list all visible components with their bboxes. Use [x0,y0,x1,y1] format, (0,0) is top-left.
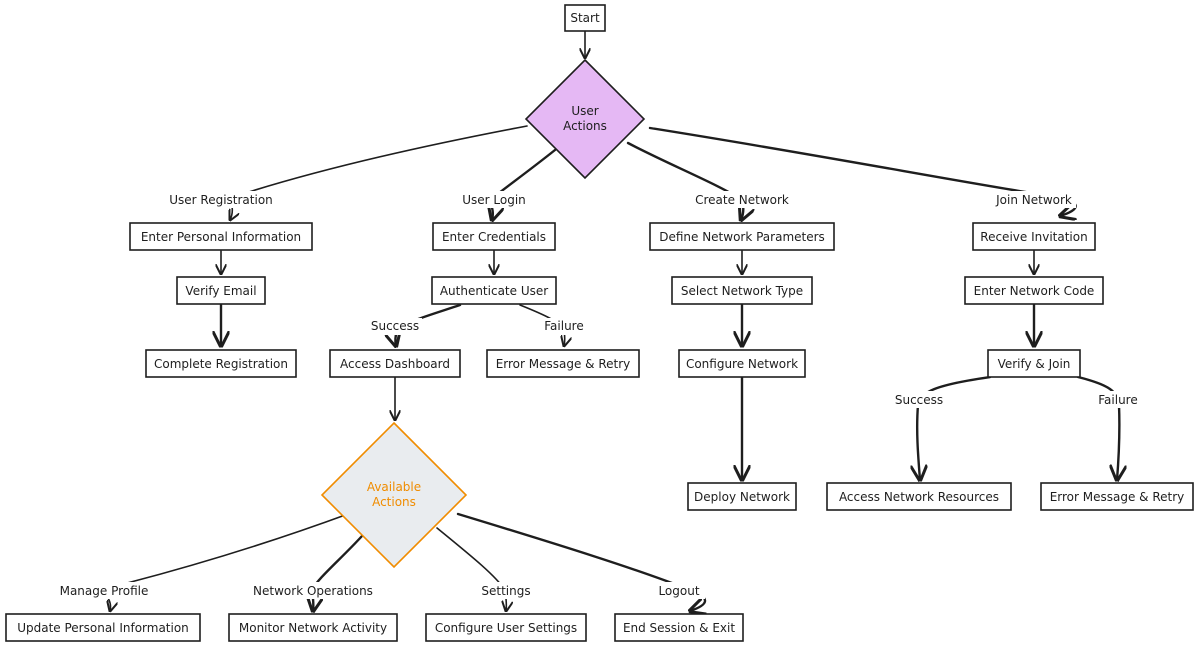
svg-text:Enter Credentials: Enter Credentials [442,230,546,244]
svg-text:Enter Personal Information: Enter Personal Information [141,230,301,244]
nodes: Start User Actions Enter Personal Inform… [5,4,1194,642]
edge-label-settings: Settings [481,584,530,598]
svg-text:Verify & Join: Verify & Join [998,357,1071,371]
edge-user-actions-to-registration [230,125,528,220]
edge-label-network-operations: Network Operations [253,584,373,598]
svg-text:Enter Network Code: Enter Network Code [974,284,1095,298]
svg-text:Receive Invitation: Receive Invitation [980,230,1087,244]
svg-text:Error Message & Retry: Error Message & Retry [1050,490,1185,504]
node-verify-email: Verify Email [176,276,266,305]
node-deploy-network: Deploy Network [687,482,797,511]
edge-label-join-failure: Failure [1098,393,1137,407]
svg-text:Verify Email: Verify Email [185,284,256,298]
node-user-actions: User Actions [524,58,646,180]
edge-label-user-login: User Login [462,193,526,207]
user-actions-diamond [524,58,646,180]
node-select-network-type: Select Network Type [671,276,813,305]
node-authenticate-user: Authenticate User [431,276,557,305]
node-error-message-retry-join: Error Message & Retry [1040,482,1194,511]
svg-text:Update Personal Information: Update Personal Information [17,621,189,635]
node-receive-invitation: Receive Invitation [972,222,1096,251]
node-enter-credentials: Enter Credentials [432,222,556,251]
edge-label-logout: Logout [658,584,699,598]
edge-user-actions-to-login [490,148,557,220]
node-error-message-retry-login: Error Message & Retry [486,349,640,378]
svg-text:Available: Available [367,480,421,494]
svg-text:Actions: Actions [563,119,607,133]
edge-label-login-failure: Failure [544,319,583,333]
svg-text:Access Network Resources: Access Network Resources [839,490,999,504]
svg-text:Configure Network: Configure Network [686,357,798,371]
svg-text:Start: Start [570,11,600,25]
edge-label-join-success: Success [895,393,943,407]
edge-available-to-logout [456,512,705,611]
node-define-network-parameters: Define Network Parameters [649,222,835,251]
node-start: Start [564,4,606,32]
svg-text:Select Network Type: Select Network Type [681,284,803,298]
node-enter-personal-information: Enter Personal Information [129,222,313,251]
svg-text:Complete Registration: Complete Registration [154,357,288,371]
node-configure-user-settings: Configure User Settings [425,613,587,642]
node-monitor-network-activity: Monitor Network Activity [228,613,398,642]
edge-available-to-manage-profile [99,513,349,611]
node-complete-registration: Complete Registration [145,349,297,378]
edge-label-user-registration: User Registration [169,193,273,207]
node-verify-join: Verify & Join [987,349,1081,378]
svg-text:End Session & Exit: End Session & Exit [623,621,735,635]
svg-text:Access Dashboard: Access Dashboard [340,357,450,371]
node-update-personal-information: Update Personal Information [5,613,201,642]
edge-label-manage-profile: Manage Profile [60,584,149,598]
node-available-actions: Available Actions [320,421,468,569]
available-actions-diamond [320,421,468,569]
edge-labels: User Registration User Login Create Netw… [58,191,1142,599]
svg-text:Configure User Settings: Configure User Settings [435,621,577,635]
svg-text:User: User [571,104,598,118]
node-access-network-resources: Access Network Resources [826,482,1012,511]
svg-text:Deploy Network: Deploy Network [694,490,790,504]
node-end-session-exit: End Session & Exit [614,613,744,642]
svg-text:Authenticate User: Authenticate User [440,284,548,298]
edge-user-actions-to-create-network [626,141,743,220]
svg-text:Define Network Parameters: Define Network Parameters [659,230,825,244]
edge-label-join-network: Join Network [995,193,1072,207]
edge-label-login-success: Success [371,319,419,333]
svg-text:Error Message & Retry: Error Message & Retry [496,357,631,371]
svg-text:Actions: Actions [372,495,416,509]
node-configure-network: Configure Network [678,349,806,378]
node-enter-network-code: Enter Network Code [964,276,1104,305]
edge-label-create-network: Create Network [695,193,789,207]
node-access-dashboard: Access Dashboard [329,349,461,378]
edge-available-to-network-ops [312,534,364,611]
svg-text:Monitor Network Activity: Monitor Network Activity [239,621,387,635]
